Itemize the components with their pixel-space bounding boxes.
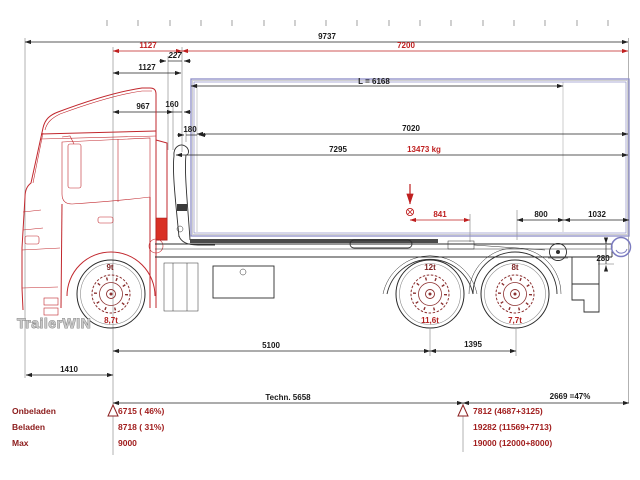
dimension-800: 800 (516, 210, 565, 223)
load-cg-arrow (405, 184, 415, 217)
toolbox (212, 265, 275, 299)
hooklift-roller (549, 243, 567, 261)
hooklift-subframe (190, 239, 438, 243)
dimension-overall-length: 9737 (24, 32, 629, 45)
dim-label-overall-length: 9737 (318, 32, 336, 41)
dim-label-7020: 7020 (402, 124, 420, 133)
dimension-7020: 7020 (196, 124, 629, 137)
max-rear-value: 19000 (12000+8000) (473, 438, 552, 448)
dimension-rear-overhang: 2669 =47% (462, 392, 630, 406)
dim-label-7295: 7295 (329, 145, 347, 154)
row-label-onbeladen: Onbeladen (12, 406, 56, 416)
dim-label-967: 967 (136, 102, 150, 111)
rear-fender-1 (386, 258, 474, 295)
dimension-280: 280 (596, 237, 614, 272)
rear-fender-2 (472, 251, 558, 295)
front-axle-capacity: 9t (106, 263, 113, 272)
weight-table: Onbeladen 6715 ( 46%) 7812 (4687+3125) B… (12, 403, 552, 448)
dim-label-180: 180 (183, 125, 197, 134)
dimension-1410: 1410 (25, 365, 114, 378)
wheels (75, 258, 551, 330)
row-label-beladen: Beladen (12, 422, 45, 432)
front-axle-load: 8,7t (104, 316, 118, 325)
dim-label-container-L: L = 6168 (358, 77, 390, 86)
truck-cab (21, 87, 168, 316)
watermark: TrailerWIN (17, 315, 91, 331)
container-body (190, 78, 630, 237)
rear-axle-marker-triangle (457, 403, 469, 417)
top-ruler (106, 20, 609, 26)
front-axle-marker-triangle (107, 403, 119, 417)
dim-label-1395: 1395 (464, 340, 482, 349)
dimension-841: 841 (409, 210, 471, 223)
dimension-7295-payload: 7295 13473 kg (175, 145, 629, 158)
dim-label-5100: 5100 (262, 341, 280, 350)
dimension-5100: 5100 (112, 341, 431, 354)
rear-axle2-capacity: 8t (511, 263, 518, 272)
dim-label-rear-overhang: 2669 =47% (550, 392, 591, 401)
dim-label-280: 280 (596, 254, 610, 263)
dimension-tech-wheelbase: Techn. 5658 (112, 393, 464, 406)
beladen-rear-value: 19282 (11569+7713) (473, 422, 552, 432)
dim-label-1127-red: 1127 (139, 41, 157, 50)
dimension-227: 227 (159, 51, 191, 64)
row-label-max: Max (12, 438, 29, 448)
extension-lines (24, 38, 629, 455)
hooklift-arm (173, 144, 215, 246)
dimension-1395: 1395 (429, 340, 517, 354)
dimension-1127: 1127 (112, 63, 182, 76)
dim-label-1032: 1032 (588, 210, 606, 219)
rear-axle1-capacity: 12t (424, 263, 436, 272)
dim-label-1127: 1127 (138, 63, 156, 72)
axle-load-labels: 9t 8,7t 12t 11,6t 8t 7,7t (104, 263, 522, 325)
dimension-red-1127-7200: 1127 7200 (112, 41, 629, 54)
rear-axle2-load: 7,7t (508, 316, 522, 325)
hooklift-arm-badge (177, 204, 187, 211)
onbeladen-front-value: 6715 ( 46%) (118, 406, 164, 416)
dim-label-841: 841 (433, 210, 447, 219)
cab-rear-red-unit (155, 217, 168, 241)
chassis (155, 236, 632, 313)
dimension-180: 180 (177, 125, 206, 138)
beladen-front-value: 8718 ( 31%) (118, 422, 164, 432)
dimension-967-160: 967 160 (112, 100, 191, 115)
rear-axle1-load: 11,6t (421, 316, 439, 325)
dimension-L-6168: L = 6168 (190, 77, 564, 89)
dim-label-7200: 7200 (397, 41, 415, 50)
dim-label-227: 227 (167, 51, 182, 60)
dim-label-160: 160 (165, 100, 179, 109)
rear-bracket (571, 257, 600, 313)
onbeladen-rear-value: 7812 (4687+3125) (473, 406, 543, 416)
tank (163, 262, 199, 312)
dim-label-tech-wheelbase: Techn. 5658 (265, 393, 311, 402)
dim-label-1410: 1410 (60, 365, 78, 374)
dim-label-800: 800 (534, 210, 548, 219)
max-front-value: 9000 (118, 438, 137, 448)
rear-roller (610, 236, 632, 258)
payload-label: 13473 kg (407, 145, 441, 154)
dimension-1032: 1032 (563, 210, 630, 223)
